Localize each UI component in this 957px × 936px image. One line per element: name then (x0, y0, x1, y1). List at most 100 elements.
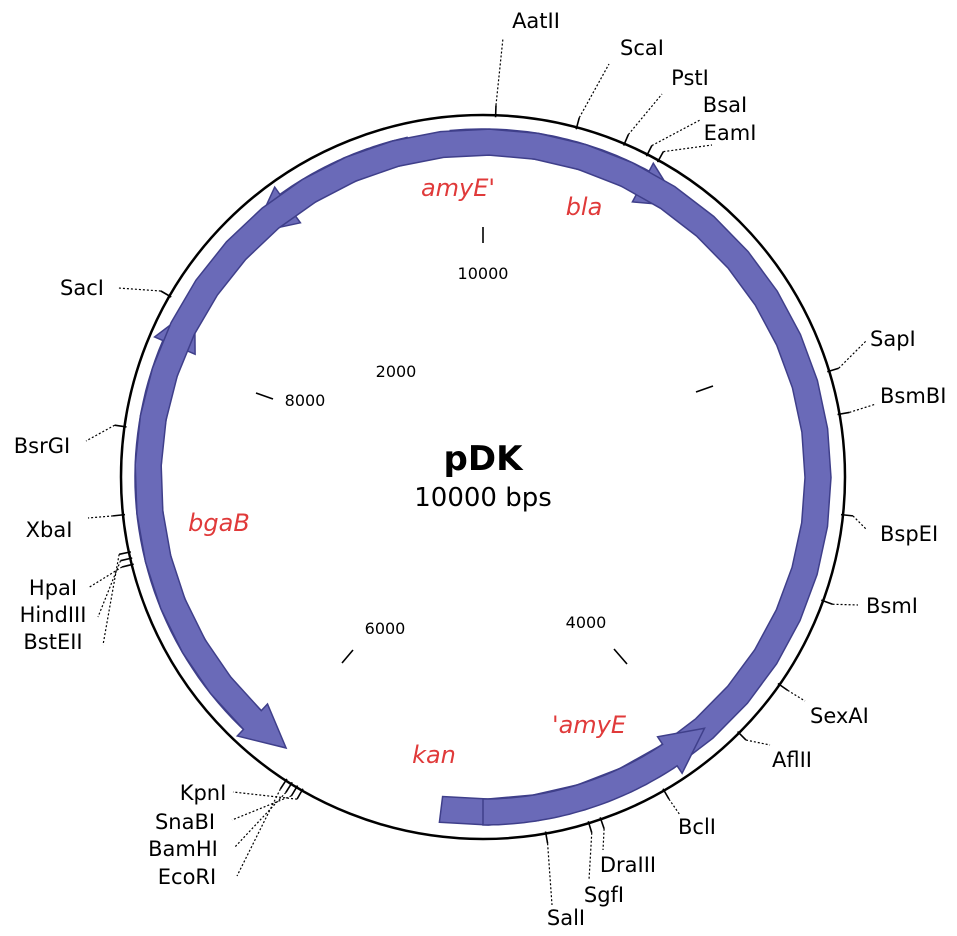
site-leader-bsai (651, 119, 701, 147)
site-leader-eami (663, 144, 713, 153)
site-label-aatii: AatII (512, 9, 560, 33)
site-leader-sgfi (588, 832, 593, 881)
gene-label-amye: amyE' (421, 174, 495, 202)
gene-label-bla: bla (566, 193, 603, 221)
plasmid-size: 10000 bps (414, 483, 552, 513)
site-xbai: XbaI (26, 513, 126, 542)
site-tick-sali (544, 831, 549, 844)
scale-label-2000: 2000 (376, 362, 417, 381)
site-tick-draiii (599, 817, 605, 829)
site-tick-hpai (121, 563, 134, 568)
site-leader-xbai (87, 515, 114, 519)
site-leader-bamhi (233, 792, 287, 849)
site-label-scai: ScaI (620, 36, 664, 60)
site-sapi: SapI (827, 327, 916, 373)
site-tick-bsrgi (114, 424, 127, 428)
site-leader-ecori (236, 788, 281, 877)
scale-label-10000: 10000 (458, 264, 509, 283)
site-hpai: HpaI (29, 563, 134, 600)
scale-tick-2000 (695, 385, 714, 393)
scale-tick-4000 (613, 648, 628, 665)
plasmid-backbone (119, 113, 847, 841)
site-tick-sapi (827, 367, 839, 373)
plasmid-name: pDK (444, 439, 525, 479)
site-label-bspei: BspEI (880, 522, 938, 546)
gene-arrow-amye (482, 727, 706, 826)
site-leader-hindiii (97, 560, 122, 618)
site-leader-bsrgi (85, 424, 115, 442)
site-leader-draiii (602, 828, 605, 851)
site-tick-hindiii (120, 557, 133, 562)
site-bsrgi: BsrGI (14, 424, 127, 458)
site-leader-psti (627, 93, 663, 135)
site-bsteii: BstEII (23, 551, 132, 654)
site-leader-aflii (745, 739, 771, 746)
site-bsmbi: BsmBI (837, 384, 946, 416)
site-tick-aflii (736, 730, 747, 741)
site-tick-bsteii (118, 551, 132, 556)
scale-label-4000: 4000 (566, 613, 607, 632)
site-leader-bsmi (832, 603, 859, 606)
site-label-kpni: KpnI (180, 781, 227, 805)
site-tick-sexai (777, 682, 789, 692)
site-tick-bamhi (285, 781, 293, 793)
site-bsai: BsaI (645, 93, 747, 157)
site-label-eami: EamI (704, 121, 757, 145)
site-label-sgfi: SgfI (584, 883, 624, 907)
site-sgfi: SgfI (584, 821, 624, 907)
site-leader-sapi (838, 340, 867, 369)
site-label-bsmbi: BsmBI (880, 384, 946, 408)
site-label-bcli: BclI (678, 815, 716, 839)
site-snabi: SnaBI (155, 785, 299, 834)
scale-ticks: 10000 2000 4000 6000 8000 (255, 227, 714, 665)
site-bsmi: BsmI (821, 594, 918, 618)
site-leader-kpni (232, 791, 298, 800)
site-leader-bsmbi (849, 403, 877, 413)
site-draiii: DraIII (599, 817, 656, 877)
site-label-saci: SacI (60, 276, 104, 300)
gene-label-bgab: bgaB (188, 509, 250, 537)
scale-tick-8000 (255, 392, 274, 400)
site-leader-bsteii (102, 554, 120, 646)
gene-label-amye: 'amyE (552, 711, 627, 739)
site-sexai: SexAI (777, 682, 869, 728)
site-aatii: AatII (494, 9, 560, 118)
site-tick-bsmi (821, 599, 833, 605)
restriction-sites: AatIIScaIPstIBsaIEamISapIBsmBIBspEIBsmIS… (14, 9, 947, 930)
site-leader-sali (546, 843, 553, 906)
site-tick-bsmbi (837, 411, 850, 416)
site-label-snabi: SnaBI (155, 810, 215, 834)
site-leader-saci (117, 287, 161, 292)
site-ecori: EcoRI (158, 778, 288, 889)
site-label-hpai: HpaI (29, 576, 77, 600)
site-label-xbai: XbaI (26, 518, 73, 542)
site-scai: ScaI (575, 36, 664, 130)
site-label-sapi: SapI (870, 327, 916, 351)
site-leader-hpai (87, 566, 123, 589)
site-label-sali: SalI (547, 906, 585, 930)
site-eami: EamI (656, 121, 757, 163)
site-tick-ecori (279, 778, 288, 790)
scale-label-6000: 6000 (365, 619, 406, 638)
site-leader-snabi (231, 795, 292, 821)
scale-tick-6000 (341, 649, 354, 664)
site-label-sexai: SexAI (810, 704, 869, 728)
site-label-bamhi: BamHI (148, 837, 218, 861)
site-label-aflii: AflII (772, 748, 812, 772)
site-bamhi: BamHI (148, 781, 293, 861)
site-saci: SacI (60, 276, 172, 300)
site-bspei: BspEI (840, 513, 938, 546)
site-sali: SalI (544, 831, 585, 930)
site-tick-psti (622, 134, 630, 146)
site-label-bsmi: BsmI (866, 594, 918, 618)
site-label-ecori: EcoRI (158, 865, 216, 889)
site-label-draiii: DraIII (600, 853, 656, 877)
scale-label-8000: 8000 (285, 391, 326, 410)
site-label-bsrgi: BsrGI (14, 434, 70, 458)
site-leader-bcli (668, 798, 681, 816)
site-tick-scai (575, 117, 581, 130)
site-leader-scai (578, 63, 610, 118)
site-leader-aatii (495, 37, 504, 106)
